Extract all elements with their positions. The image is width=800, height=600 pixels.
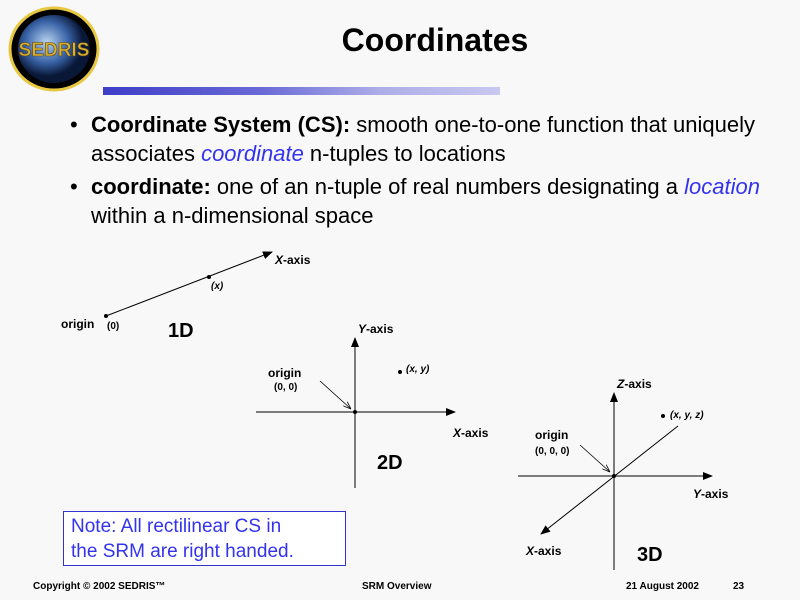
origin-coord: (0, 0, 0) [535,446,569,457]
origin-label: origin [268,366,301,380]
note-line: the SRM are right handed. [71,541,294,562]
bullet-icon: • [70,112,78,137]
origin-coord: (0, 0) [274,382,297,393]
origin-label: origin [61,317,94,331]
caption-2d: 2D [377,452,403,474]
bullet-icon: • [70,174,78,199]
bullet-term: coordinate: [91,174,211,199]
bullet-text: within a n-dimensional space [91,203,374,228]
bullet-text: n-tuples to locations [303,141,506,166]
note-box: Note: All rectilinear CS in the SRM are … [63,511,346,566]
diagram-1d: X-axis (x) origin (0) 1D [61,251,311,342]
y-axis-label: Y-axis [358,322,394,336]
title-underline [103,87,500,95]
origin-coord: (0) [107,321,119,332]
origin-leader [319,380,351,409]
xy-point [398,370,402,374]
origin-point [104,314,108,318]
bullet-emphasis: location [684,174,760,199]
origin-leader [579,444,610,472]
slide-title: Coordinates [341,22,529,58]
x-axis-line [540,425,679,535]
origin-point [612,474,616,478]
x-point [207,275,211,279]
caption-1d: 1D [168,320,194,342]
bullet-term: Coordinate System (CS): [91,112,351,137]
bullet-coordinate: • coordinate: one of an n-tuple of real … [70,172,790,230]
footer-copyright: Copyright © 2002 SEDRIS™ [33,581,166,592]
origin-point [353,410,357,414]
x-axis-label: X-axis [452,426,489,440]
bullet-coordinate-system: • Coordinate System (CS): smooth one-to-… [70,110,790,168]
z-axis-label: Z-axis [616,377,652,391]
point-label: (x, y, z) [670,410,704,421]
point-label: (x, y) [406,364,430,375]
svg-text:SEDRIS: SEDRIS [19,40,90,61]
y-axis-label: Y-axis [693,487,729,501]
bullet-text: one of an n-tuple of real numbers design… [210,174,685,199]
point-label: (x) [211,281,224,292]
x-axis-line [105,251,273,317]
sedris-logo: SEDRIS [8,6,100,92]
bullet-text: smooth one-to-one function that uniquely… [91,112,755,166]
x-axis-label: X-axis [525,544,562,558]
bullet-emphasis: coordinate [201,141,304,166]
caption-3d: 3D [637,544,663,566]
diagram-2d: Y-axis X-axis (x, y) origin (0, 0) 2D [256,322,489,488]
x-axis-label: X-axis [274,253,311,267]
xyz-point [661,414,665,418]
page-number: 23 [733,581,745,592]
origin-label: origin [535,428,568,442]
footer-title: SRM Overview [362,581,432,592]
diagram-3d: Z-axis Y-axis X-axis (x, y, z) origin (0… [518,377,729,570]
footer-date: 21 August 2002 [626,581,699,592]
note-line: Note: All rectilinear CS in [71,516,282,537]
bullet-list: • Coordinate System (CS): smooth one-to-… [70,110,790,234]
